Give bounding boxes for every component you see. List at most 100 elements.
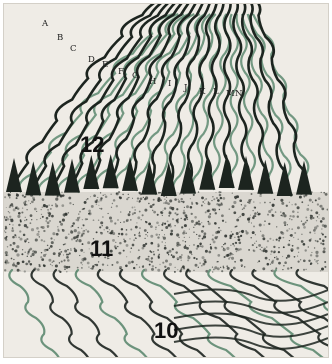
granule-dot — [282, 212, 285, 215]
granule-dot — [217, 199, 220, 202]
granule-dot — [310, 254, 312, 256]
granule-dot — [162, 241, 163, 242]
granule-dot — [223, 248, 224, 249]
granule-dot — [151, 257, 153, 259]
granule-dot — [118, 253, 119, 254]
granule-dot — [252, 217, 255, 220]
granule-dot — [96, 264, 99, 267]
granule-dot — [199, 262, 200, 263]
granule-dot — [267, 263, 270, 266]
granule-dot — [37, 268, 40, 271]
granule-dot — [74, 229, 77, 232]
granule-dot — [49, 220, 51, 222]
granule-dot — [316, 220, 317, 221]
granule-dot — [66, 271, 67, 272]
granule-dot — [322, 250, 325, 253]
granule-dot — [105, 195, 108, 198]
granule-dot — [242, 209, 243, 210]
granule-dot — [239, 231, 240, 232]
granule-dot — [305, 269, 306, 270]
granule-dot — [201, 265, 202, 266]
granule-dot — [153, 211, 156, 214]
granule-dot — [17, 208, 19, 210]
granule-dot — [240, 259, 243, 262]
granule-dot — [240, 235, 242, 237]
granule-dot — [59, 271, 61, 273]
granule-dot — [212, 267, 213, 268]
granule-dot — [151, 268, 154, 271]
granule-dot — [77, 267, 79, 269]
granule-dot — [9, 206, 11, 208]
granule-dot — [223, 267, 225, 269]
granule-dot — [139, 232, 140, 233]
granule-dot — [28, 249, 30, 251]
granule-dot — [60, 251, 62, 253]
granule-dot — [178, 200, 181, 203]
granule-dot — [291, 219, 293, 221]
granule-dot — [50, 245, 53, 248]
granule-dot — [114, 245, 117, 248]
granule-dot — [98, 219, 99, 220]
granule-dot — [34, 251, 37, 254]
granule-dot — [102, 216, 103, 217]
granule-dot — [265, 257, 268, 260]
granule-dot — [308, 260, 310, 262]
fiber-label-g: G — [132, 71, 139, 81]
granule-dot — [71, 238, 73, 240]
granule-dot — [8, 194, 11, 197]
granule-dot — [182, 240, 184, 242]
granule-dot — [26, 209, 27, 210]
granule-dot — [166, 197, 167, 198]
granule-dot — [235, 242, 237, 244]
granule-dot — [167, 202, 170, 205]
granule-dot — [133, 267, 135, 269]
granule-dot — [25, 263, 28, 266]
granule-dot — [298, 252, 299, 253]
granule-dot — [40, 218, 41, 219]
granule-dot — [302, 223, 305, 226]
granule-dot — [142, 214, 144, 216]
granule-dot — [87, 230, 89, 232]
granule-dot — [62, 194, 64, 196]
granule-dot — [31, 200, 34, 203]
granule-dot — [267, 240, 269, 242]
granule-dot — [260, 249, 261, 250]
granule-dot — [194, 224, 196, 226]
granule-dot — [315, 211, 318, 214]
granule-dot — [18, 212, 21, 215]
granule-dot — [64, 250, 67, 253]
granule-dot — [21, 211, 23, 213]
granule-dot — [247, 218, 250, 221]
granule-dot — [152, 204, 154, 206]
granule-dot — [50, 264, 51, 265]
granule-dot — [68, 197, 71, 200]
granule-dot — [229, 257, 230, 258]
granule-dot — [313, 217, 315, 219]
granule-dot — [84, 258, 87, 261]
granule-dot — [203, 235, 206, 238]
granule-dot — [325, 193, 328, 196]
granule-dot — [278, 262, 281, 265]
granule-dot — [12, 263, 15, 266]
granule-dot — [311, 209, 313, 211]
granule-dot — [130, 219, 132, 221]
granule-dot — [233, 254, 234, 255]
granule-dot — [13, 262, 14, 263]
granule-dot — [21, 253, 23, 255]
granule-dot — [315, 240, 317, 242]
granule-dot — [132, 207, 134, 209]
granule-dot — [40, 226, 42, 228]
granule-dot — [24, 224, 27, 227]
granule-dot — [227, 267, 230, 270]
granule-dot — [134, 234, 136, 236]
granule-dot — [271, 270, 272, 271]
granule-dot — [50, 237, 52, 239]
granule-dot — [100, 232, 102, 234]
granule-dot — [28, 242, 29, 243]
granule-dot — [215, 192, 216, 193]
granule-dot — [157, 246, 159, 248]
granule-dot — [141, 219, 142, 220]
granule-dot — [57, 195, 59, 197]
granule-dot — [198, 220, 200, 222]
granule-dot — [162, 222, 164, 224]
